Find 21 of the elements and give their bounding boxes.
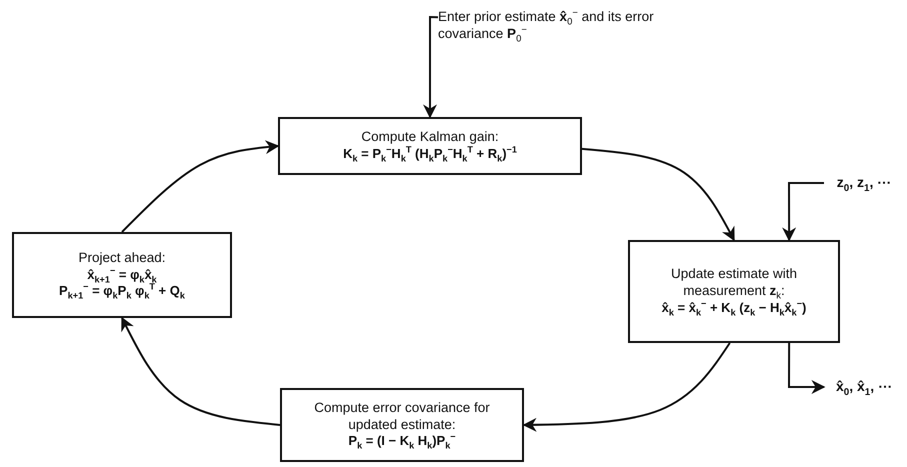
equation: x̂$_{k+1}$$^{−}$ = φ$_{k}$x̂$_{k}$: [87, 266, 157, 284]
process-box: [278, 117, 582, 175]
step-title: Compute error covariance for updated estimate:: [313, 400, 491, 434]
arrow: [121, 316, 280, 426]
input-label: z$_{0}$, z$_{1}$, ⋯: [836, 174, 892, 192]
arrow: [582, 148, 735, 242]
step-title: Project ahead:: [78, 250, 166, 267]
step-title: Update estimate with measurement z$_{k}$:: [670, 266, 798, 300]
arrow: [788, 343, 826, 394]
process-box: [12, 232, 232, 318]
arrow: [121, 140, 280, 233]
equation: K$_{k}$ = P$_{k}$$^{−}$H$_{k}$$^{T}$ (H$_{k}$P$_{k}$$^{−}$H$_{k}$$^{T}$ + R$_{k}$)$^{−1}$: [343, 146, 517, 163]
step-title: Compute Kalman gain:: [361, 129, 499, 146]
equation: P$_{k+1}$$^{−}$ = φ$_{k}$P$_{k}$ φ$_{k}$$^{T}$ + Q$_{k}$: [59, 283, 185, 300]
equation: x̂$_{k}$ = x̂$_{k}$$^{−}$ + K$_{k}$ (z$_{k}$ − H$_{k}$x̂$_{k}$$^{−}$): [662, 300, 806, 317]
arrow: [423, 16, 438, 118]
output-label: x̂$_{0}$, x̂$_{1}$, ⋯: [836, 378, 892, 396]
process-box: [628, 240, 840, 343]
arrow: [522, 342, 731, 432]
process-box: [280, 388, 524, 462]
arrow: [782, 182, 824, 242]
